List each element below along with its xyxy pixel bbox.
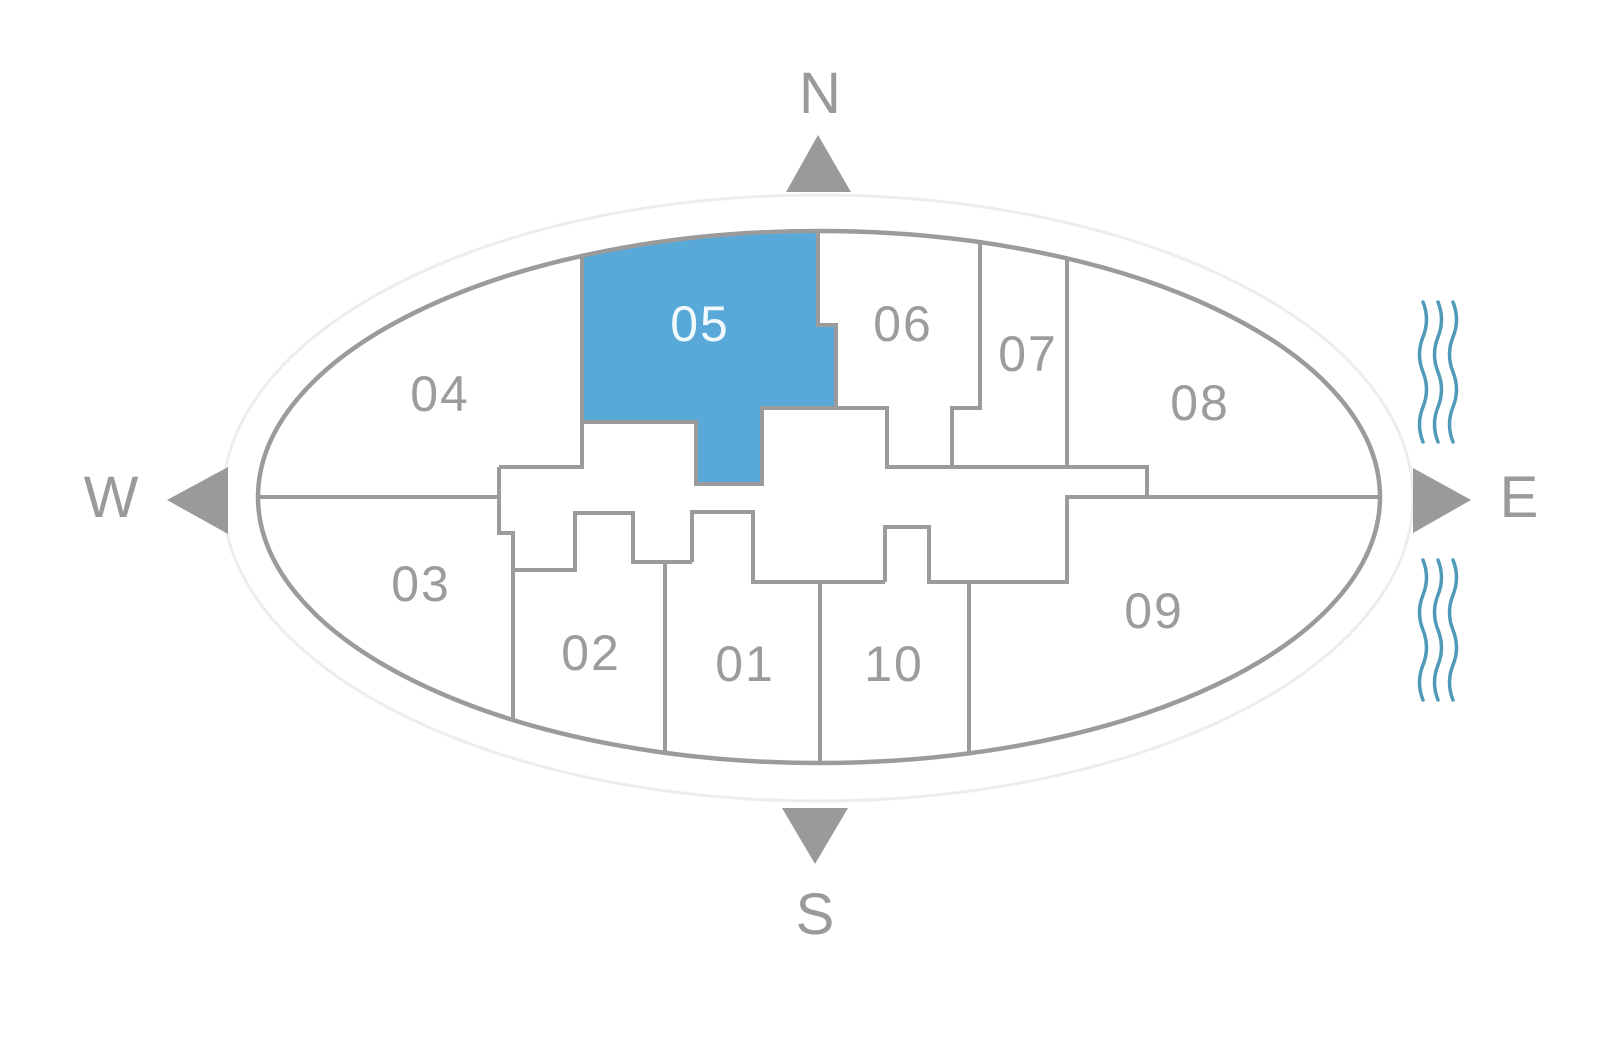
compass-east-label: E [1500,465,1539,530]
compass-east-arrow-icon [1413,468,1471,533]
unit-label-03: 03 [391,556,451,612]
unit-label-06: 06 [873,296,933,352]
unit-05-shape[interactable] [580,228,838,486]
unit-label-10: 10 [864,636,924,692]
compass-west-arrow-icon [167,467,228,534]
compass-west-label: W [84,465,139,530]
water-waves-upper-icon [1417,300,1459,444]
unit-labels: 01 02 03 04 05 06 07 08 09 10 [391,296,1230,692]
compass: N S W E [84,61,1539,947]
unit-label-07: 07 [998,326,1058,382]
water-waves-lower-icon [1417,558,1459,702]
unit-label-02: 02 [561,625,621,681]
compass-north-label: N [799,61,841,126]
compass-south-arrow-icon [782,808,848,864]
compass-south-label: S [796,882,835,947]
unit-label-04: 04 [410,366,470,422]
unit-label-08: 08 [1170,375,1230,431]
compass-north-arrow-icon [786,135,851,192]
unit-label-09: 09 [1124,583,1184,639]
unit-boundary-walls [259,243,1379,763]
unit-label-01: 01 [715,636,775,692]
unit-label-05: 05 [670,296,730,352]
